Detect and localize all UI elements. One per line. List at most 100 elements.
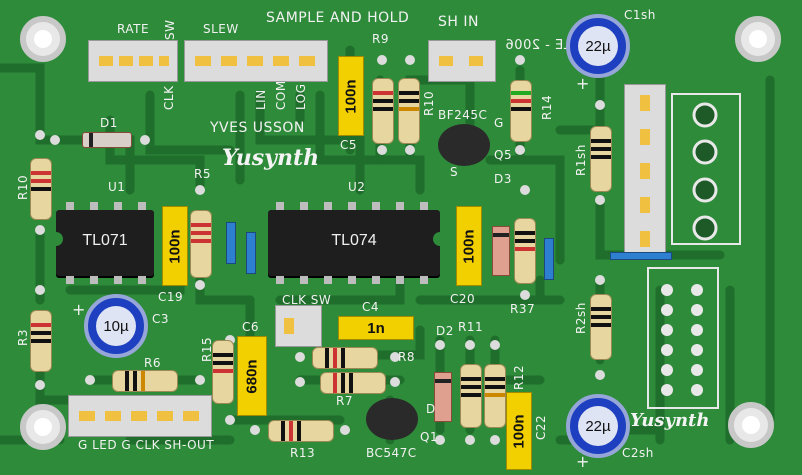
slew-connector bbox=[184, 40, 328, 82]
resistor-r2sh bbox=[590, 294, 612, 360]
slew-label: SLEW bbox=[203, 22, 239, 36]
ic-u1-ref: U1 bbox=[108, 180, 126, 194]
cap-c19-value: 100n bbox=[166, 228, 184, 264]
resistor-r15-ref: R15 bbox=[200, 336, 214, 362]
board-title: SAMPLE AND HOLD bbox=[266, 10, 410, 26]
output-connector bbox=[68, 395, 212, 437]
cap-c6-value: 680n bbox=[243, 358, 261, 394]
com-label: COM bbox=[274, 80, 288, 110]
clk-label: CLK bbox=[162, 85, 176, 110]
resistor-r13 bbox=[514, 218, 536, 284]
ecap-c3-ref: C3 bbox=[152, 312, 170, 326]
sh-in-label: SH IN bbox=[438, 14, 479, 30]
diode-d2 bbox=[434, 372, 452, 422]
clk-sw-label: CLK SW bbox=[282, 293, 332, 307]
clk-sw-connector bbox=[275, 305, 322, 347]
cap-c4-ref: C4 bbox=[362, 300, 380, 314]
resistor-r10-ref: R10 bbox=[422, 90, 436, 116]
diode-d1-ref: D1 bbox=[100, 116, 118, 130]
diode-d1 bbox=[82, 132, 132, 148]
author-label: YVES USSON bbox=[210, 120, 305, 136]
rate-sw-connector bbox=[88, 40, 178, 82]
blue-jumper bbox=[610, 252, 672, 260]
ecap-c1sh: 22µ bbox=[566, 14, 630, 78]
brand-logo: Yusynth bbox=[222, 145, 320, 171]
ecap-c3-value: 10µ bbox=[96, 306, 136, 346]
resistor-r1sh-ref: R1sh bbox=[574, 144, 588, 176]
resistor-r9 bbox=[372, 78, 394, 144]
bottom-connector-label: G LED G CLK SH-OUT bbox=[78, 438, 215, 452]
mounting-hole-top-left bbox=[20, 16, 66, 62]
resistor-r4 bbox=[30, 158, 52, 220]
cap-c20: 100n bbox=[456, 206, 482, 286]
resistor-r3 bbox=[30, 310, 52, 372]
pin-d-label: D bbox=[426, 402, 436, 416]
resistor-r12 bbox=[484, 364, 506, 428]
ic-u2: TL074 bbox=[268, 202, 447, 284]
blue-component-1 bbox=[226, 222, 236, 264]
cap-c20-value: 100n bbox=[460, 228, 478, 264]
resistor-r13-ref: R37 bbox=[510, 302, 536, 316]
transistor-q5-part: BF245C bbox=[438, 108, 488, 122]
resistor-r2sh-ref: R2sh bbox=[574, 302, 588, 334]
rate-label: RATE bbox=[117, 22, 150, 36]
mounting-hole-bottom-right bbox=[728, 402, 774, 448]
cap-c6: 680n bbox=[237, 336, 267, 416]
resistor-r11-ref: R11 bbox=[458, 320, 484, 334]
blue-component-2 bbox=[246, 232, 256, 274]
ecap-c1sh-plus: + bbox=[576, 74, 590, 93]
cap-c5-ref: C5 bbox=[340, 138, 358, 152]
resistor-r6-ref: R6 bbox=[144, 356, 161, 370]
resistor-r5 bbox=[190, 210, 212, 278]
resistor-r4-ref: R10 bbox=[16, 174, 30, 200]
resistor-r15 bbox=[212, 340, 234, 404]
resistor-r7-ref: R7 bbox=[336, 394, 353, 408]
pin-g-label: G bbox=[494, 116, 504, 130]
log-label: LOG bbox=[294, 83, 308, 110]
cap-c5-value: 100n bbox=[342, 78, 360, 114]
transistor-q1-ref: Q1 bbox=[420, 430, 439, 444]
cap-c4-value: 1n bbox=[367, 319, 385, 337]
transistor-q5-ref: Q5 bbox=[494, 148, 513, 162]
cap-c22-value: 100n bbox=[510, 413, 528, 449]
resistor-r10 bbox=[398, 78, 420, 144]
power-connector bbox=[624, 84, 666, 254]
lin-label: LIN bbox=[254, 89, 268, 110]
mounting-hole-top-right bbox=[735, 16, 781, 62]
ecap-c2sh: 22µ bbox=[566, 394, 630, 458]
resistor-r8 bbox=[312, 347, 378, 369]
ecap-c2sh-value: 22µ bbox=[578, 406, 618, 446]
ic-u1: TL071 bbox=[49, 202, 154, 284]
resistor-r37 bbox=[268, 420, 334, 442]
mounting-hole-bottom-left bbox=[20, 404, 66, 450]
diode-d3 bbox=[492, 226, 510, 276]
resistor-r6 bbox=[112, 370, 178, 392]
ecap-c3: 10µ bbox=[84, 294, 148, 358]
cap-c4: 1n bbox=[338, 316, 414, 340]
ic-u1-name: TL071 bbox=[82, 232, 128, 249]
ic-u2-name: TL074 bbox=[331, 232, 377, 249]
resistor-r12-ref: R12 bbox=[512, 364, 526, 390]
cap-c19: 100n bbox=[162, 206, 188, 286]
pin-s-label: S bbox=[450, 165, 459, 179]
resistor-r14-ref: R14 bbox=[540, 94, 554, 120]
ecap-c3-plus: + bbox=[72, 300, 86, 319]
blue-component-3 bbox=[544, 238, 554, 280]
resistor-r37-ref: R13 bbox=[290, 446, 316, 460]
resistor-r1sh bbox=[590, 126, 612, 192]
ic-u2-ref: U2 bbox=[348, 180, 366, 194]
transistor-q1-part: BC547C bbox=[366, 446, 417, 460]
resistor-r8-ref: R8 bbox=[398, 350, 415, 364]
sh-in-connector bbox=[428, 40, 496, 82]
cap-c19-ref: C19 bbox=[158, 290, 184, 304]
cap-c20-ref: C20 bbox=[450, 292, 476, 306]
ecap-c2sh-ref: C2sh bbox=[622, 446, 654, 460]
cap-c6-ref: C6 bbox=[242, 320, 260, 334]
transistor-q1 bbox=[366, 398, 418, 440]
sw-label: SW bbox=[163, 19, 177, 40]
diode-d3-ref: D3 bbox=[494, 172, 512, 186]
ecap-c1sh-ref: C1sh bbox=[624, 8, 656, 22]
ecap-c2sh-plus: + bbox=[576, 452, 590, 471]
resistor-r11 bbox=[460, 364, 482, 428]
